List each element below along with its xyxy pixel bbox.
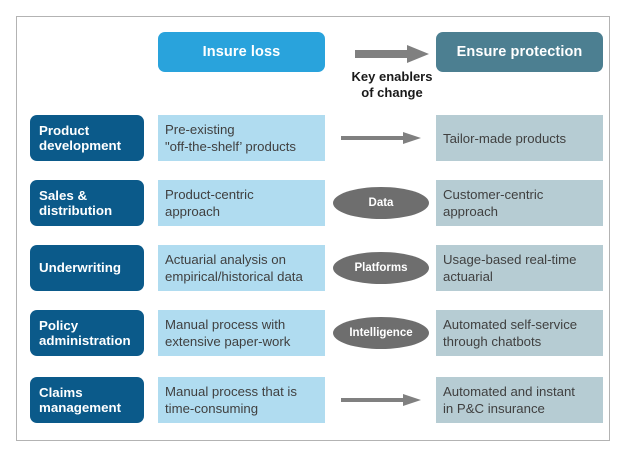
future-cell-line2: actuarial bbox=[443, 269, 493, 284]
future-cell-line1: Usage-based real-time bbox=[443, 252, 577, 267]
current-cell-line2: "off-the-shelf’ products bbox=[165, 139, 296, 154]
transformation-arrow-icon bbox=[355, 45, 429, 63]
current-state-pill: Insure loss bbox=[158, 32, 325, 72]
future-cell-line1: Customer-centric bbox=[443, 187, 544, 202]
row-connector: Platforms bbox=[329, 245, 433, 291]
row-label-line1: Policy bbox=[39, 317, 79, 333]
row-label-claims-management: Claims management bbox=[30, 377, 144, 423]
row-label-policy-administration: Policy administration bbox=[30, 310, 144, 356]
row-connector: Intelligence bbox=[329, 310, 433, 356]
current-cell-line1: Product-centric bbox=[165, 187, 254, 202]
row-connector bbox=[329, 115, 433, 161]
current-cell-line1: Manual process with bbox=[165, 317, 286, 332]
enabler-ellipse-platforms: Platforms bbox=[333, 252, 429, 284]
future-cell-line1: Automated and instant bbox=[443, 384, 575, 399]
current-state-cell: Manual process that is time-consuming bbox=[158, 377, 325, 423]
diagram-header: Insure loss Key enablers of change Ensur… bbox=[17, 17, 611, 110]
current-cell-line1: Actuarial analysis on bbox=[165, 252, 286, 267]
row-label-underwriting: Underwriting bbox=[30, 245, 144, 291]
row-connector bbox=[329, 377, 433, 423]
table-row: Sales & distribution Product-centric app… bbox=[17, 180, 611, 226]
current-cell-line1: Manual process that is bbox=[165, 384, 297, 399]
key-enablers-line1: Key enablers bbox=[351, 69, 433, 84]
row-label-line1: Underwriting bbox=[39, 260, 121, 276]
table-row: Underwriting Actuarial analysis on empir… bbox=[17, 245, 611, 291]
row-label-line2: development bbox=[39, 138, 122, 153]
row-label-line1: Product bbox=[39, 122, 90, 138]
row-label-line2: administration bbox=[39, 333, 131, 348]
row-connector: Data bbox=[329, 180, 433, 226]
right-arrow-icon bbox=[341, 394, 421, 406]
enabler-label: Platforms bbox=[354, 262, 408, 274]
future-state-pill: Ensure protection bbox=[436, 32, 603, 72]
future-state-cell: Usage-based real-time actuarial bbox=[436, 245, 603, 291]
future-cell-line1: Automated self-service bbox=[443, 317, 578, 332]
row-label-line1: Sales & bbox=[39, 187, 88, 203]
future-state-label: Ensure protection bbox=[456, 44, 583, 60]
enabler-ellipse-intelligence: Intelligence bbox=[333, 317, 429, 349]
current-state-cell: Actuarial analysis on empirical/historic… bbox=[158, 245, 325, 291]
current-state-cell: Manual process with extensive paper-work bbox=[158, 310, 325, 356]
current-state-label: Insure loss bbox=[202, 44, 281, 60]
future-cell-line1: Tailor-made products bbox=[443, 130, 567, 146]
diagram-frame: Insure loss Key enablers of change Ensur… bbox=[16, 16, 610, 441]
right-arrow-icon bbox=[341, 132, 421, 144]
key-enablers-caption: Key enablers of change bbox=[333, 69, 451, 100]
future-state-cell: Automated and instant in P&C insurance bbox=[436, 377, 603, 423]
table-row: Product development Pre-existing "off-th… bbox=[17, 115, 611, 161]
row-label-line2: management bbox=[39, 400, 122, 415]
future-cell-line2: through chatbots bbox=[443, 334, 542, 349]
current-state-cell: Product-centric approach bbox=[158, 180, 325, 226]
current-cell-line2: time-consuming bbox=[165, 401, 259, 416]
future-state-cell: Automated self-service through chatbots bbox=[436, 310, 603, 356]
future-cell-line2: approach bbox=[443, 204, 498, 219]
row-label-line1: Claims bbox=[39, 384, 83, 400]
current-cell-line1: Pre-existing bbox=[165, 122, 235, 137]
future-cell-line2: in P&C insurance bbox=[443, 401, 545, 416]
key-enablers-line2: of change bbox=[361, 84, 423, 100]
enabler-ellipse-data: Data bbox=[333, 187, 429, 219]
enabler-label: Data bbox=[368, 197, 394, 209]
row-label-sales-distribution: Sales & distribution bbox=[30, 180, 144, 226]
current-cell-line2: empirical/historical data bbox=[165, 269, 303, 284]
current-cell-line2: extensive paper-work bbox=[165, 334, 291, 349]
row-label-product-development: Product development bbox=[30, 115, 144, 161]
current-cell-line2: approach bbox=[165, 204, 220, 219]
table-row: Policy administration Manual process wit… bbox=[17, 310, 611, 356]
enabler-label: Intelligence bbox=[349, 327, 413, 339]
row-label-line2: distribution bbox=[39, 203, 113, 218]
table-row: Claims management Manual process that is… bbox=[17, 377, 611, 423]
future-state-cell: Customer-centric approach bbox=[436, 180, 603, 226]
future-state-cell: Tailor-made products bbox=[436, 115, 603, 161]
current-state-cell: Pre-existing "off-the-shelf’ products bbox=[158, 115, 325, 161]
